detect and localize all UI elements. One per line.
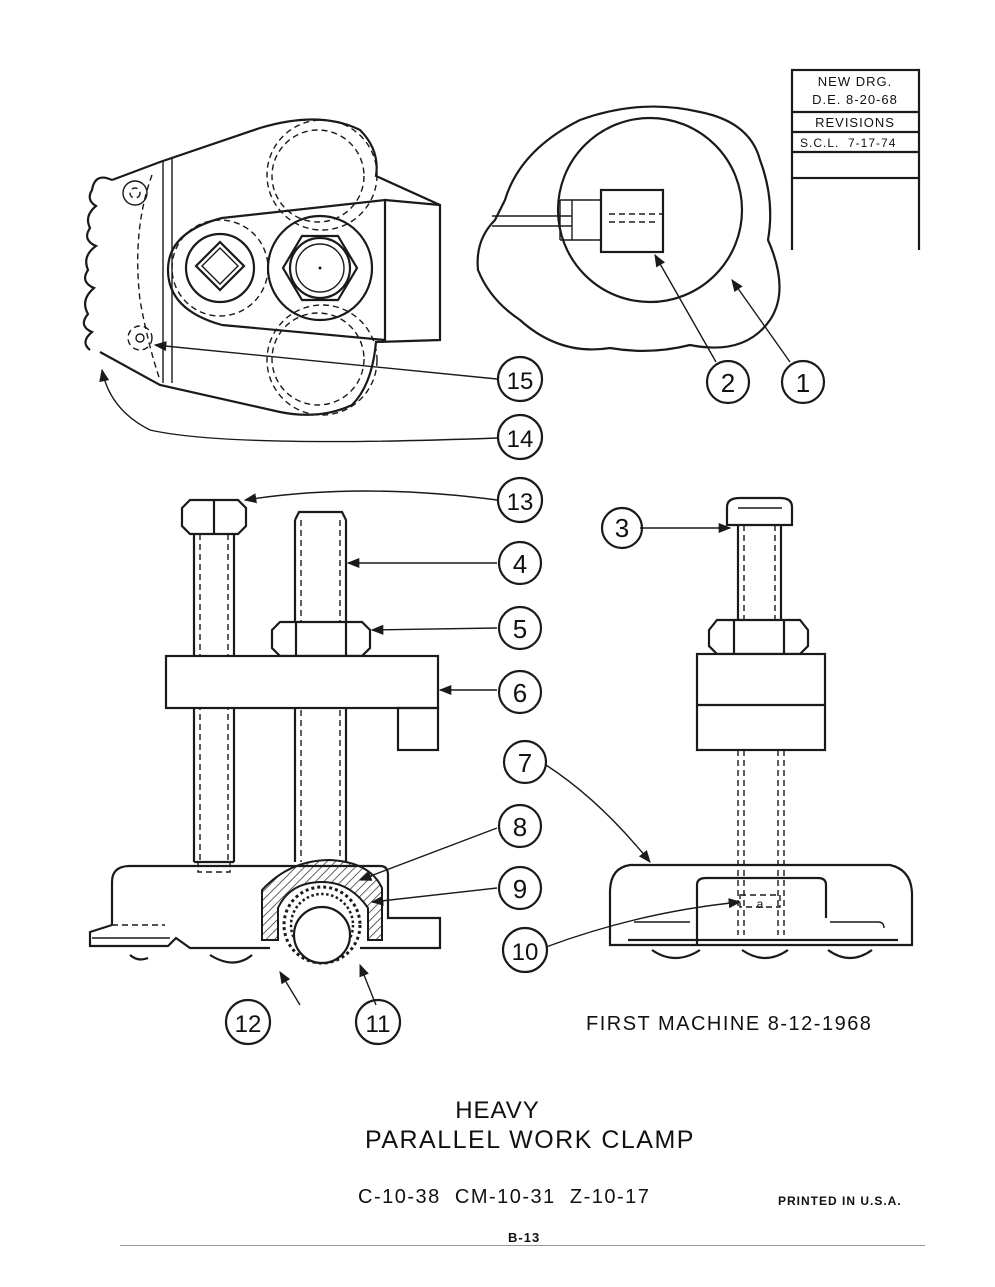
callout-7: 7 xyxy=(502,739,548,785)
callout-3: 3 xyxy=(600,506,644,550)
rev-revisions-heading: REVISIONS xyxy=(815,115,895,130)
revision-block: NEW DRG. D.E. 8-20-68 REVISIONS S.C.L. 7… xyxy=(790,68,921,250)
svg-text:4: 4 xyxy=(513,549,527,579)
svg-text:6: 6 xyxy=(513,678,527,708)
svg-text:7: 7 xyxy=(518,748,532,778)
callout-11: 11 xyxy=(354,998,402,1046)
callout-10: 10 xyxy=(501,926,549,974)
svg-text:8: 8 xyxy=(513,812,527,842)
top-detail-view xyxy=(476,105,781,352)
svg-text:14: 14 xyxy=(507,426,534,453)
rev-date: 7-17-74 xyxy=(848,136,896,150)
detail-label-a: a xyxy=(757,897,764,911)
callout-13: 13 xyxy=(496,476,544,524)
page-number: B-13 xyxy=(508,1230,541,1245)
svg-text:12: 12 xyxy=(235,1011,262,1038)
svg-text:5: 5 xyxy=(513,614,527,644)
callout-2: 2 xyxy=(705,359,751,405)
callout-6: 6 xyxy=(497,669,543,715)
top-plan-view xyxy=(82,118,442,416)
part-codes: C-10-38 CM-10-31 Z-10-17 xyxy=(358,1186,651,1208)
callout-9: 9 xyxy=(497,865,543,911)
callout-12: 12 xyxy=(224,998,272,1046)
svg-text:13: 13 xyxy=(507,489,534,516)
rev-drawn-date: D.E. 8-20-68 xyxy=(812,92,898,107)
footer-rule xyxy=(120,1245,925,1246)
title-line-1: HEAVY xyxy=(455,1097,540,1124)
svg-text:9: 9 xyxy=(513,874,527,904)
callout-15: 15 xyxy=(496,355,544,403)
svg-text:2: 2 xyxy=(721,368,735,398)
first-machine-date: FIRST MACHINE 8-12-1968 xyxy=(586,1013,873,1035)
callout-1: 1 xyxy=(780,359,826,405)
leader-lines xyxy=(99,253,791,1006)
rev-initials: S.C.L. xyxy=(800,136,839,150)
svg-text:10: 10 xyxy=(512,939,539,966)
side-view: a xyxy=(608,496,914,960)
printed-in-usa: PRINTED IN U.S.A. xyxy=(778,1194,902,1208)
svg-text:3: 3 xyxy=(615,513,629,543)
rev-new-drg: NEW DRG. xyxy=(818,74,892,89)
callout-5: 5 xyxy=(497,605,543,651)
callout-14: 14 xyxy=(496,413,544,461)
svg-text:11: 11 xyxy=(366,1011,391,1038)
title-line-2: PARALLEL WORK CLAMP xyxy=(365,1126,695,1154)
callout-8: 8 xyxy=(497,803,543,849)
front-view xyxy=(88,498,442,965)
svg-text:15: 15 xyxy=(507,368,534,395)
svg-text:1: 1 xyxy=(796,368,810,398)
callout-4: 4 xyxy=(497,540,543,586)
